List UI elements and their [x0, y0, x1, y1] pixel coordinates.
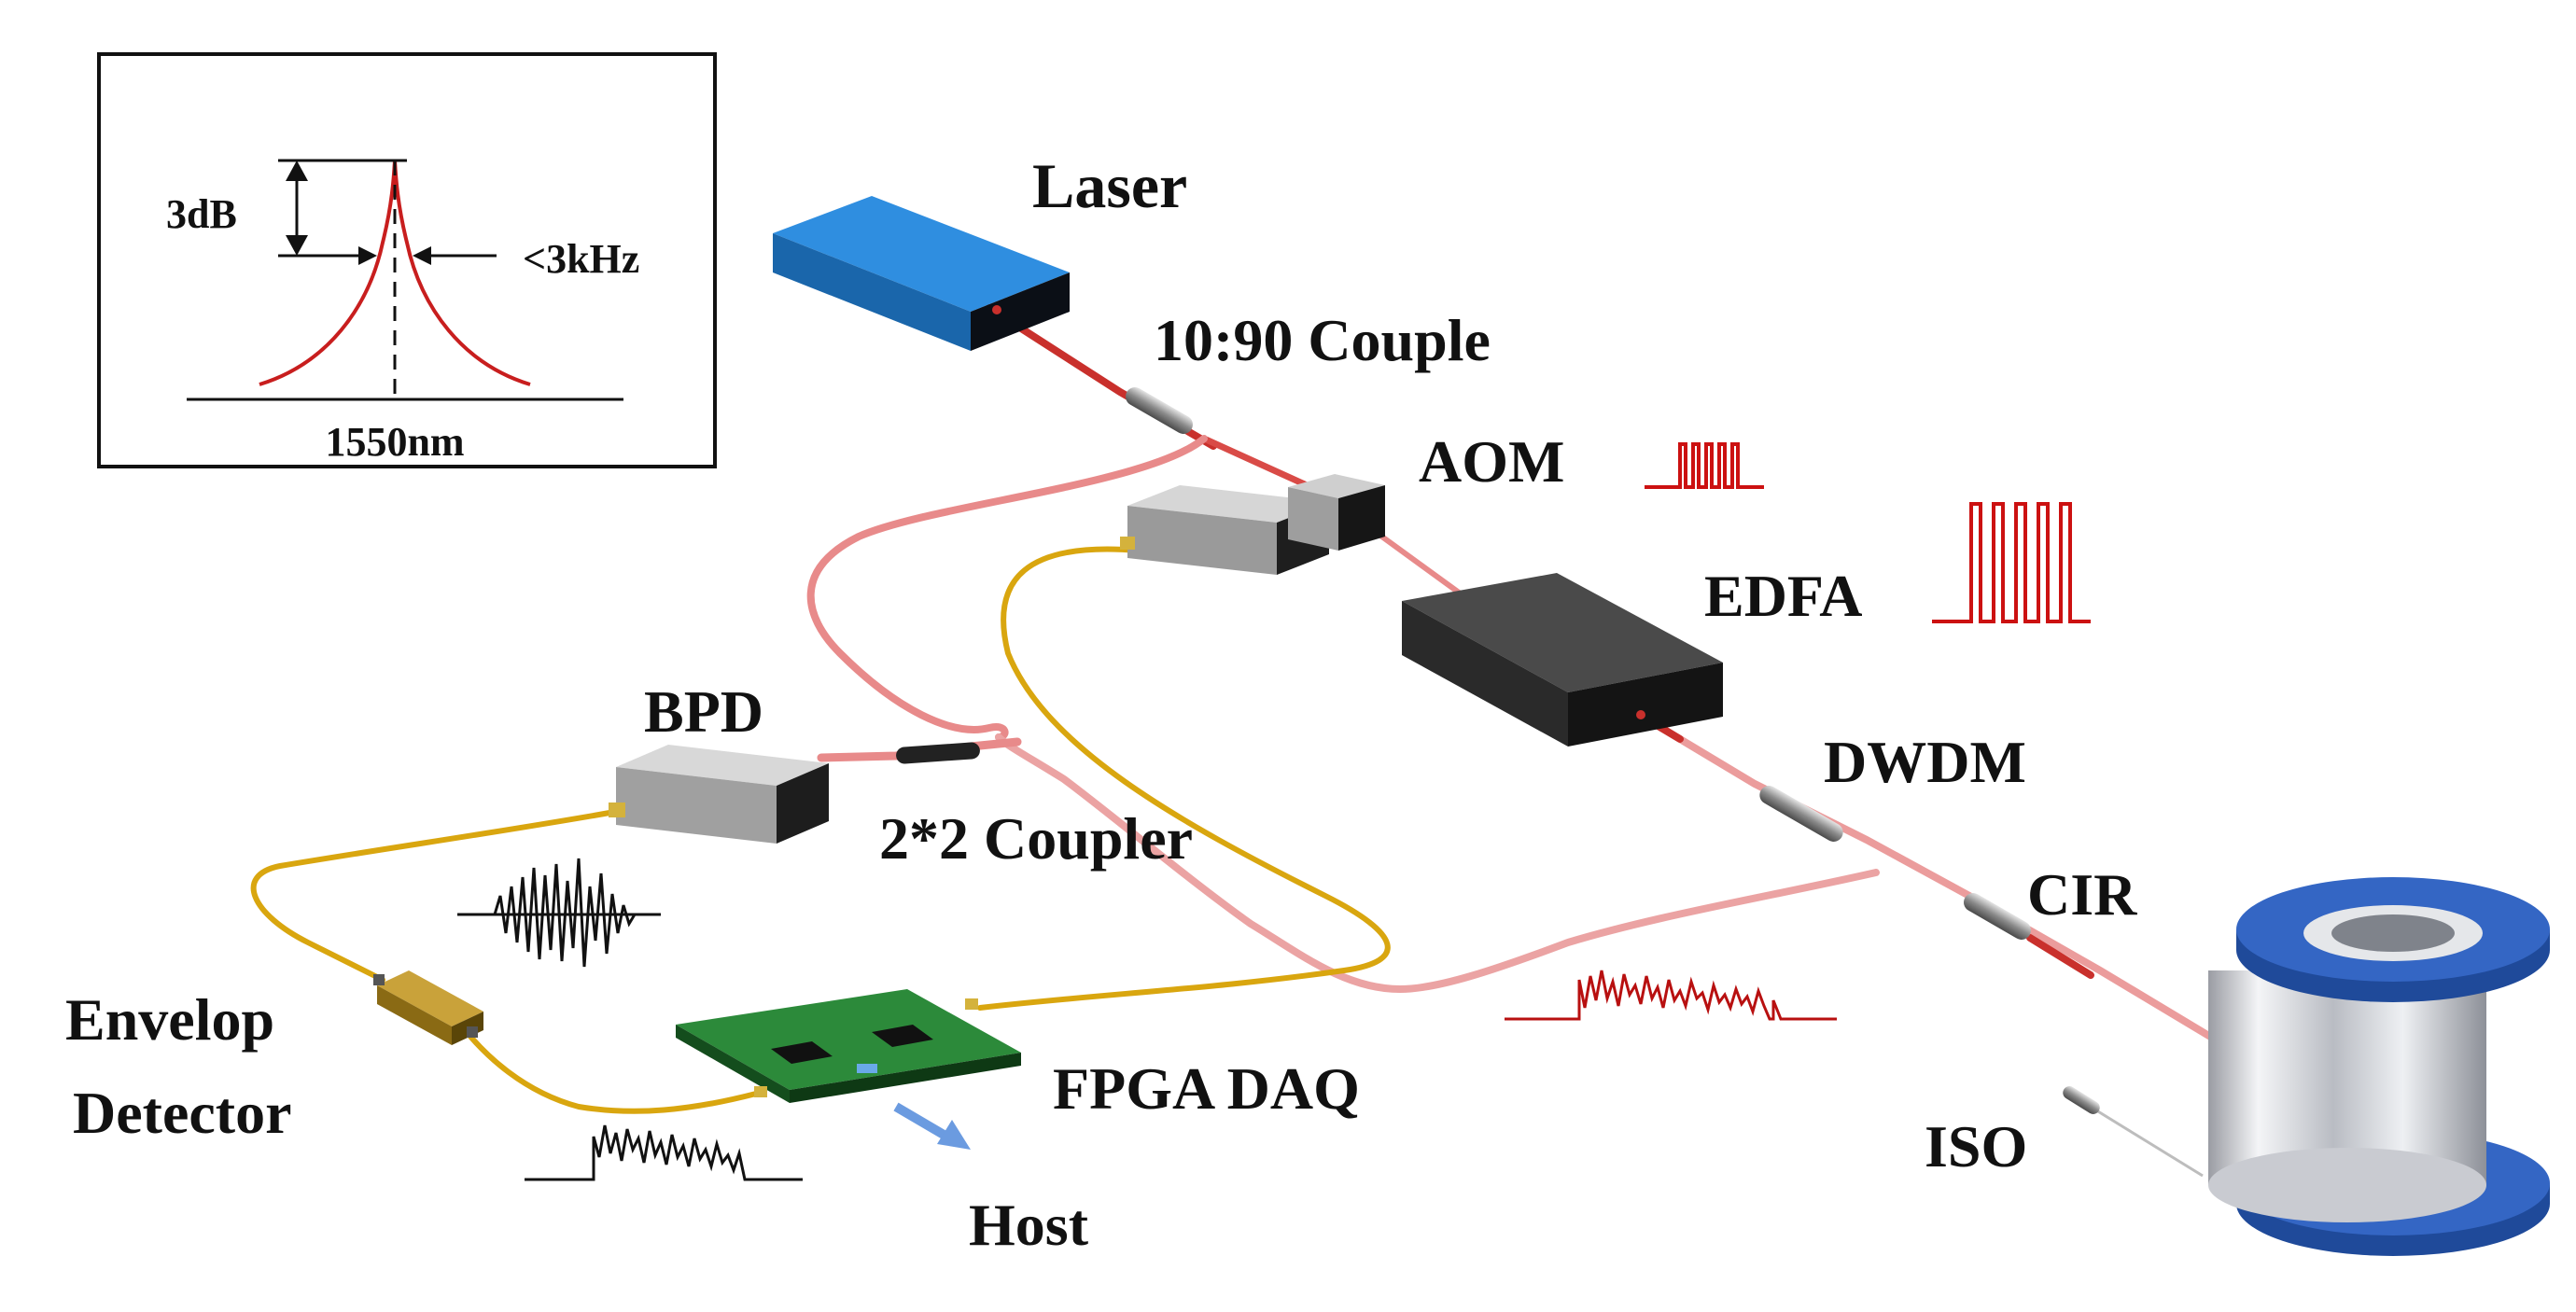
envelope-detector-module [373, 970, 483, 1045]
bpd-label: BPD [644, 678, 763, 745]
edfa-amplifier [1402, 573, 1723, 747]
aom-module [1120, 474, 1385, 575]
dwdm-label: DWDM [1824, 729, 2026, 795]
fiber-backscatter-return [995, 733, 1880, 994]
host-arrow [893, 1102, 971, 1150]
fpga-daq-label: FPGA DAQ [1053, 1055, 1360, 1122]
wavelength-label: 1550nm [325, 419, 464, 465]
fiber-reference-branch [806, 435, 1208, 741]
linewidth-arrows [336, 246, 497, 265]
coupler-2x2-body [896, 742, 980, 764]
aom-pulse-waveform [1645, 442, 1764, 489]
rayleigh-backscatter-waveform [1505, 970, 1837, 1021]
fiber-spool [2208, 877, 2550, 1256]
dwdm-component [1759, 786, 1843, 842]
isolator-component [2063, 1086, 2204, 1178]
electrical-cables [250, 546, 1391, 1114]
bpd-detector [609, 745, 829, 844]
host-label: Host [969, 1192, 1089, 1258]
edfa-label: EDFA [1704, 563, 1862, 629]
coupler-10-90-label: 10:90 Couple [1154, 307, 1491, 373]
circulator-component [1964, 893, 2031, 940]
3db-arrow [286, 161, 308, 256]
envelope-detector-label-line1: Envelop [65, 986, 274, 1053]
envelope-detector-label-line2: Detector [73, 1080, 291, 1146]
cable-envelope-to-fpga [464, 1029, 759, 1114]
laser-source [773, 196, 1070, 351]
coupler-10-90 [1126, 387, 1193, 434]
cable-bpd-to-envelope [250, 807, 628, 983]
inset-frame [97, 52, 717, 468]
component-labels: Laser 10:90 Couple AOM EDFA DWDM CIR ISO… [65, 150, 2137, 1258]
linewidth-label: <3kHz [523, 236, 639, 282]
fiber-coupler-to-aom [1200, 435, 1310, 489]
fpga-daq-board [676, 989, 1021, 1103]
envelope-signal-waveform [525, 1124, 803, 1181]
aom-label: AOM [1419, 428, 1564, 495]
cable-aom-drive [977, 546, 1391, 1011]
fiber-edfa-to-spool [1639, 713, 2244, 1058]
cir-label: CIR [2027, 861, 2137, 928]
linewidth-inset: 3dB <3kHz 1550nm [97, 52, 717, 468]
attenuation-label: 3dB [166, 191, 237, 237]
iso-label: ISO [1925, 1113, 2027, 1179]
laser-label: Laser [1032, 150, 1187, 221]
edfa-pulse-waveform [1932, 502, 2091, 623]
coupler-2x2-label: 2*2 Coupler [879, 805, 1193, 872]
beat-signal-waveform [457, 858, 661, 968]
